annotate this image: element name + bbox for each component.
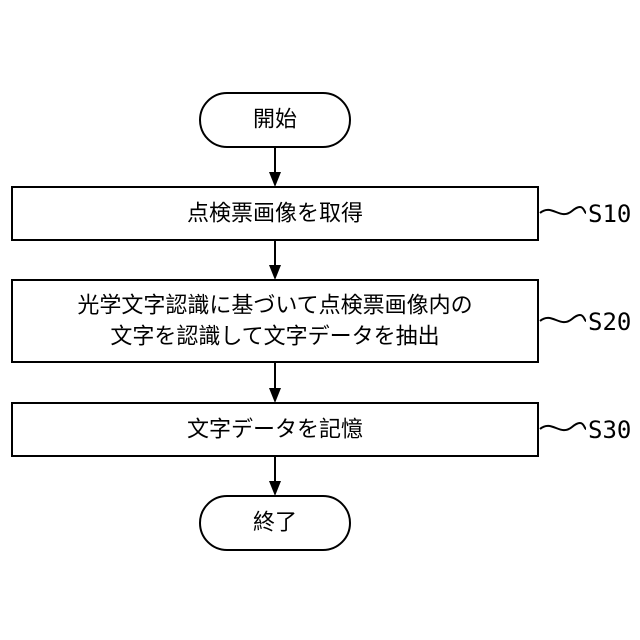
- start-label: 開始: [253, 108, 297, 133]
- process-box-s20: [12, 280, 538, 362]
- step-leader-s10: [540, 207, 586, 214]
- start-terminal: 開始: [200, 93, 350, 147]
- arrowhead: [269, 265, 281, 280]
- end-label: 終了: [253, 511, 297, 536]
- arrowhead: [269, 388, 281, 403]
- step-label-s20: S20: [588, 308, 631, 336]
- arrowhead: [269, 172, 281, 187]
- arrowhead: [269, 481, 281, 496]
- connector-s30-end: [269, 456, 281, 496]
- step-leader-s30: [540, 423, 586, 430]
- connector-s10-s20: [269, 240, 281, 280]
- end-terminal: 終了: [200, 496, 350, 550]
- step-label-s30: S30: [588, 416, 631, 444]
- process-step-s20: 光学文字認識に基づいて点検票画像内の 文字を認識して文字データを抽出 S20: [12, 280, 631, 362]
- connector-s20-s30: [269, 362, 281, 403]
- process-text-s30: 文字データを記憶: [187, 418, 363, 443]
- process-text-s20-line-2: 文字を認識して文字データを抽出: [110, 325, 439, 350]
- step-label-s10: S10: [588, 200, 631, 228]
- process-step-s10: 点検票画像を取得 S10: [12, 187, 631, 240]
- connector-start-s10: [269, 147, 281, 187]
- step-leader-s20: [540, 315, 586, 322]
- process-step-s30: 文字データを記憶 S30: [12, 403, 631, 456]
- process-text-s20-line-1: 光学文字認識に基づいて点検票画像内の: [77, 294, 472, 319]
- process-text-s10: 点検票画像を取得: [187, 202, 363, 227]
